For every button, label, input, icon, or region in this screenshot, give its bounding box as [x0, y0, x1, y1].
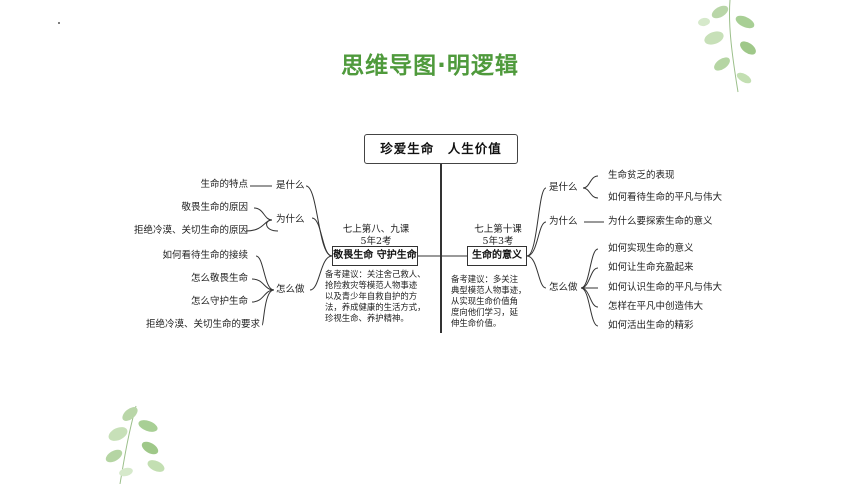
left-lesson-line: 七上第八、九课 [342, 224, 410, 235]
right-item: 怎样在平凡中创造伟大 [608, 301, 704, 312]
note-line: 抢险救灾等模范人物事迹 [325, 280, 418, 290]
right-item: 如何认识生命的平凡与伟大 [608, 282, 723, 293]
left-item: 怎么敬畏生命 [190, 273, 248, 284]
note-line: 备考建议：关注舍己救人、 [325, 269, 426, 279]
note-line: 伸生命价值。 [451, 318, 502, 328]
left-category-what: 是什么 [276, 180, 305, 191]
left-item: 如何看待生命的接续 [162, 250, 248, 261]
note-line: 从实现生命价值角 [451, 296, 518, 306]
note-line: 珍视生命、养护精神。 [325, 313, 409, 323]
right-main-node: 生命的意义 [467, 246, 527, 266]
leaf-decoration-bottom-left [105, 405, 165, 484]
right-item: 如何看待生命的平凡与伟大 [608, 192, 723, 203]
right-item: 如何实现生命的意义 [608, 243, 694, 254]
root-node: 珍爱生命 人生价值 [364, 134, 518, 164]
right-lesson-count: 5年3考 [482, 236, 514, 247]
right-category-how: 怎么做 [549, 282, 578, 293]
left-lesson-ref: 七上第八、九课 5年2考 [336, 224, 416, 248]
left-category-why: 为什么 [276, 214, 305, 225]
right-item: 如何活出生命的精彩 [608, 320, 694, 331]
right-lesson-ref: 七上第十课 5年3考 [458, 224, 538, 248]
left-item: 拒绝冷漠、关切生命的要求 [145, 319, 260, 330]
left-category-how: 怎么做 [276, 284, 305, 295]
right-exam-note: 备考建议：多关注 典型模范人物事迹， 从实现生命价值角 度向他们学习，延 伸生命… [451, 274, 526, 329]
note-line: 法，养成健康的生活方式， [325, 302, 426, 312]
right-category-why: 为什么 [549, 216, 578, 227]
note-line: 以及青少年自救自护的方 [325, 291, 418, 301]
right-item: 如何让生命充盈起来 [608, 262, 694, 273]
right-item: 生命贫乏的表现 [608, 170, 675, 181]
page-title: 思维导图·明逻辑 [341, 53, 519, 79]
left-exam-note: 备考建议：关注舍己救人、 抢险救灾等模范人物事迹 以及青少年自救自护的方 法，养… [325, 269, 426, 324]
note-line: 典型模范人物事迹， [451, 285, 527, 295]
leaf-decoration-top-right [698, 0, 756, 93]
left-main-node: 敬畏生命 守护生命 [332, 246, 418, 266]
corner-dot [58, 22, 60, 24]
left-item: 敬畏生命的原因 [181, 202, 248, 213]
left-item: 拒绝冷漠、关切生命的原因 [133, 225, 248, 236]
note-line: 备考建议：多关注 [451, 274, 518, 284]
note-line: 度向他们学习，延 [451, 307, 518, 317]
right-lesson-line: 七上第十课 [474, 224, 522, 235]
left-item: 怎么守护生命 [190, 296, 248, 307]
right-item: 为什么要探索生命的意义 [608, 216, 713, 227]
left-lesson-count: 5年2考 [360, 236, 392, 247]
left-item: 生命的特点 [200, 179, 248, 190]
right-category-what: 是什么 [549, 182, 578, 193]
